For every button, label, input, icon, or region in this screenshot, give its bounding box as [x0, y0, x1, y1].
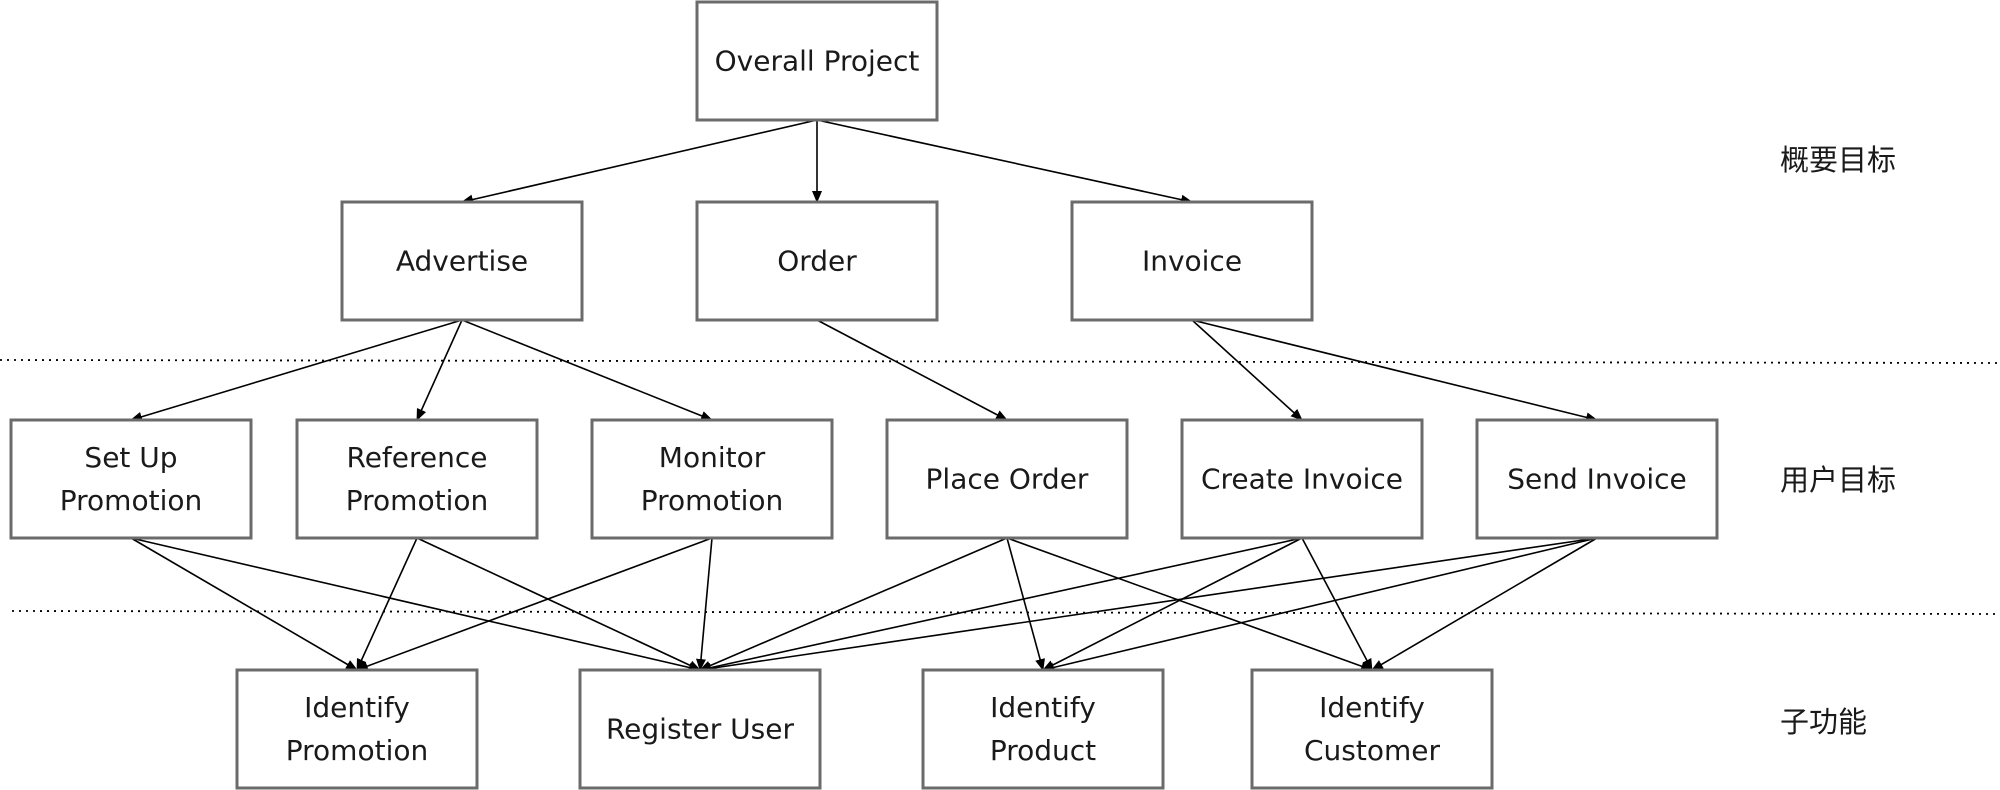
edge-advertise-to-setup — [130, 319, 463, 422]
node-box — [295, 418, 539, 540]
node-overall: Overall Project — [695, 0, 939, 122]
edge-setup-to-idpromo — [130, 537, 358, 671]
edge-reference-to-register — [416, 537, 701, 671]
node-box — [1250, 668, 1494, 790]
node-label: Promotion — [60, 484, 202, 517]
level-divider-2 — [11, 610, 2000, 615]
node-label: Place Order — [926, 463, 1089, 496]
node-label: Identify — [1319, 691, 1425, 724]
edge-invoice-to-send — [1191, 319, 1598, 423]
node-invoice: Invoice — [1070, 200, 1314, 322]
edge-place-to-register — [699, 537, 1008, 671]
node-box — [885, 418, 1129, 540]
level-divider-1 — [0, 359, 2000, 364]
node-order: Order — [695, 200, 939, 322]
edge-reference-to-idpromo — [356, 537, 418, 671]
node-label: Customer — [1304, 734, 1440, 767]
edge-place-to-idcustomer — [1006, 537, 1373, 671]
node-box — [1180, 418, 1424, 540]
edge-monitor-to-register — [696, 537, 713, 671]
edge-create-to-register — [699, 537, 1303, 673]
node-label: Overall Project — [715, 45, 920, 78]
node-box — [9, 418, 253, 540]
level-label-user: 用户目标 — [1780, 463, 1896, 497]
edge-overall-to-advertise — [461, 119, 818, 205]
edge-advertise-to-reference — [416, 319, 463, 421]
edge-setup-to-register — [130, 537, 701, 673]
node-label: Identify — [990, 691, 1096, 724]
node-box — [1475, 418, 1719, 540]
node-box — [921, 668, 1165, 790]
node-box — [340, 200, 584, 322]
node-send: Send Invoice — [1475, 418, 1719, 540]
node-box — [235, 668, 479, 790]
edge-monitor-to-idpromo — [356, 537, 713, 671]
node-box — [1070, 200, 1314, 322]
edge-invoice-to-create — [1191, 319, 1303, 421]
edge-advertise-to-monitor — [461, 319, 713, 421]
level-dividers — [0, 359, 2000, 615]
node-label: Identify — [304, 691, 410, 724]
node-label: Promotion — [641, 484, 783, 517]
node-label: Promotion — [286, 734, 428, 767]
node-label: Reference — [347, 441, 488, 474]
level-label-summary: 概要目标 — [1780, 143, 1896, 177]
edge-create-to-idcustomer — [1301, 537, 1373, 671]
level-label-sub: 子功能 — [1780, 705, 1867, 739]
node-label: Advertise — [396, 245, 528, 278]
node-label: Product — [990, 734, 1096, 767]
node-label: Invoice — [1142, 245, 1242, 278]
node-label: Create Invoice — [1201, 463, 1403, 496]
node-label: Promotion — [346, 484, 488, 517]
node-label: Order — [777, 245, 857, 278]
edge-send-to-idcustomer — [1371, 537, 1598, 671]
edge-send-to-idproduct — [1042, 537, 1598, 673]
node-box — [578, 668, 822, 790]
node-place: Place Order — [885, 418, 1129, 540]
node-register: Register User — [578, 668, 822, 790]
node-advertise: Advertise — [340, 200, 584, 322]
edge-overall-to-invoice — [816, 119, 1193, 205]
node-box — [695, 200, 939, 322]
node-label: Monitor — [659, 441, 766, 474]
node-label: Register User — [606, 713, 794, 746]
node-label: Send Invoice — [1507, 463, 1687, 496]
edge-send-to-register — [699, 537, 1598, 674]
node-label: Set Up — [84, 441, 177, 474]
diagram-edges — [130, 119, 1598, 674]
node-box — [695, 0, 939, 122]
edge-place-to-idproduct — [1006, 537, 1045, 671]
node-box — [590, 418, 834, 540]
edge-create-to-idproduct — [1042, 537, 1303, 671]
edge-order-to-place — [816, 319, 1008, 421]
node-create: Create Invoice — [1180, 418, 1424, 540]
node-setup: Set Up Promotion — [9, 418, 253, 540]
